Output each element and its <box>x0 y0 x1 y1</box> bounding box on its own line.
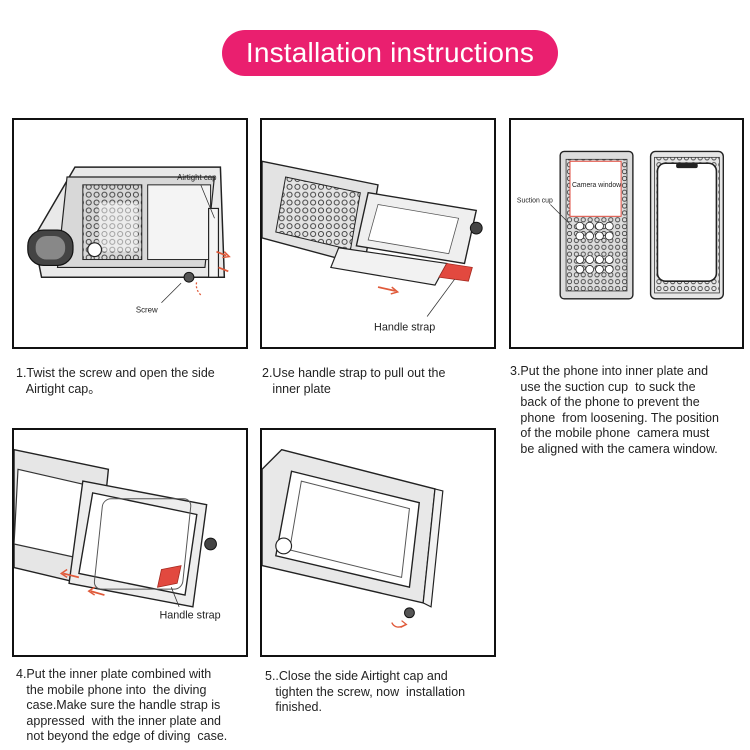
step-5-illustration <box>260 428 496 657</box>
camera-window-label: Camera window <box>572 182 621 189</box>
case-open-cap-drawing: Airtight cap Screw <box>27 166 231 315</box>
step-3-illustration: Suction cup Camera window <box>509 118 744 349</box>
handle-strap-label: Handle strap <box>159 610 220 622</box>
step-2-illustration: Handle strap <box>260 118 496 349</box>
airtight-cap-label: Airtight cap <box>177 173 217 182</box>
screw-label: Screw <box>136 306 158 315</box>
insert-plate-into-case-drawing: Handle strap <box>14 448 221 622</box>
step-4-illustration: Handle strap <box>12 428 248 657</box>
pull-inner-plate-drawing: Handle strap <box>262 160 483 333</box>
step-1-illustration: Airtight cap Screw <box>12 118 248 349</box>
step-1-caption: 1.Twist the screw and open the side Airt… <box>16 366 215 396</box>
handle-strap-label: Handle strap <box>374 321 435 333</box>
close-cap-drawing <box>262 448 444 629</box>
page-title: Installation instructions <box>222 30 558 76</box>
step-4-caption: 4.Put the inner plate combined with the … <box>16 667 228 743</box>
suction-cup-label: Suction cup <box>517 198 553 205</box>
step-5-caption: 5..Close the side Airtight cap and tight… <box>265 669 466 714</box>
step-3-caption: 3.Put the phone into inner plate and use… <box>510 364 719 456</box>
phone-into-plate-drawing: Suction cup Camera window <box>517 150 724 300</box>
step-2-caption: 2.Use handle strap to pull out the inner… <box>262 366 446 396</box>
